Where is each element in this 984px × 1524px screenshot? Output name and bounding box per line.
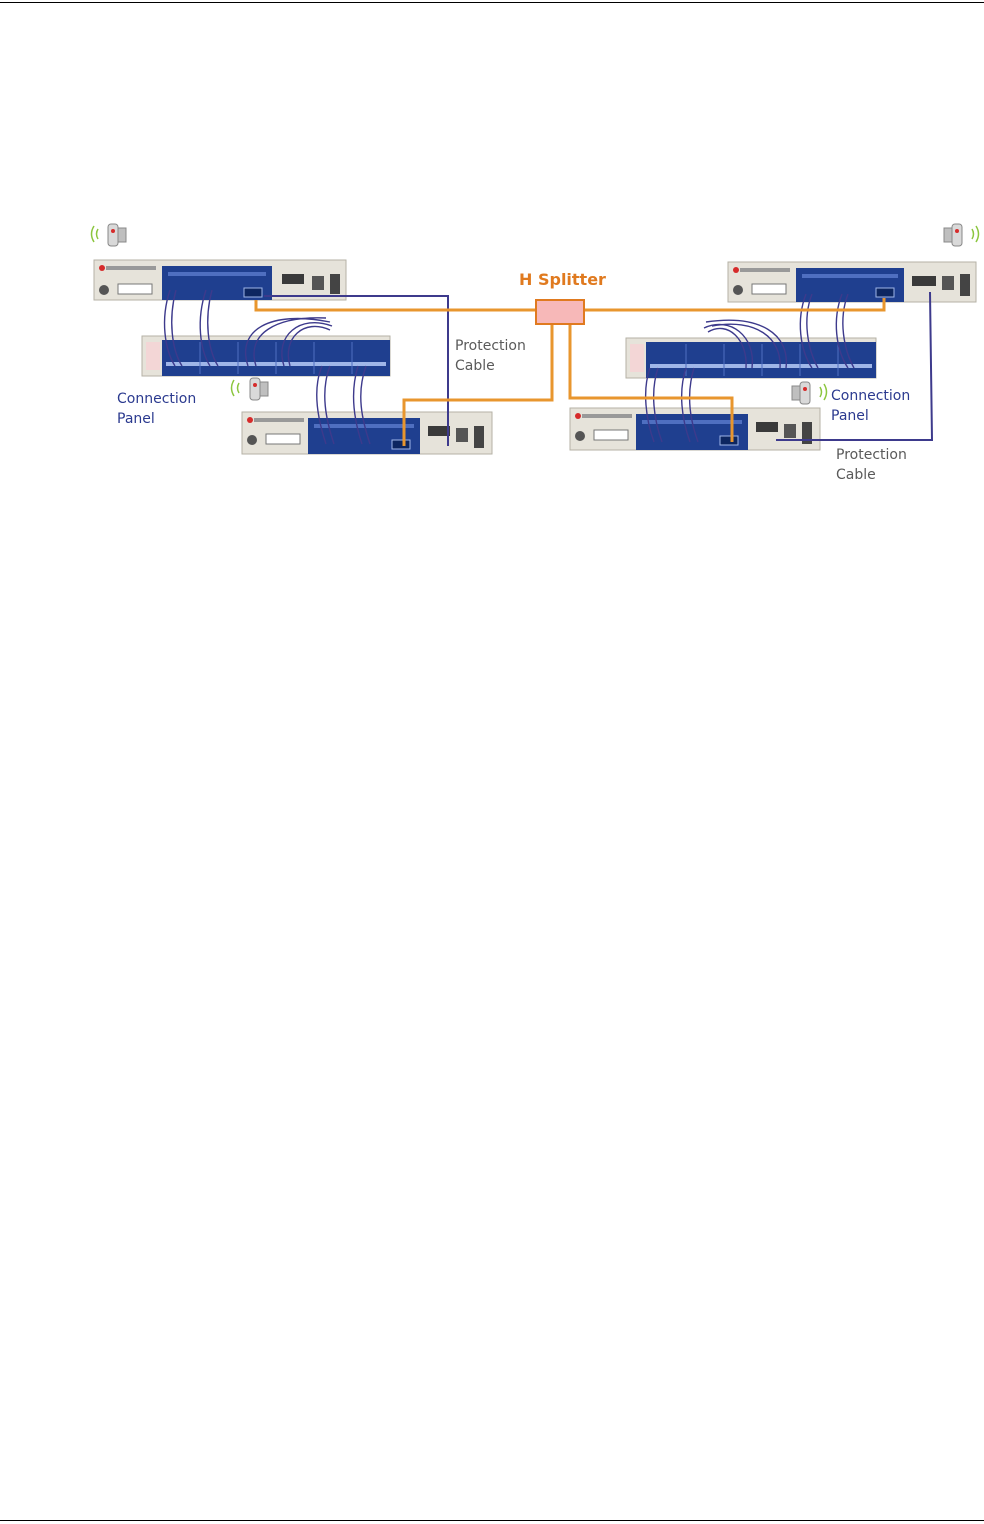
- antenna-icon-mid-right: [792, 382, 827, 404]
- antenna-icon-mid-left: [232, 378, 269, 400]
- protection-cable-label-right: Protection Cable: [836, 447, 911, 483]
- antenna-icon-top-right: [944, 224, 979, 246]
- protection-cable-label-left: Protection Cable: [455, 338, 530, 374]
- connection-panel-label-left: Connection Panel: [117, 391, 201, 427]
- network-diagram: H Splitter Protection Cable Connection P…: [0, 210, 984, 500]
- connection-panel-left: [142, 336, 390, 376]
- device-top-right: [728, 262, 976, 302]
- connection-panel-label-right: Connection Panel: [831, 388, 915, 424]
- device-top-left: [94, 260, 346, 300]
- bottom-rule: [0, 1520, 984, 1521]
- device-bottom-right: [570, 408, 820, 450]
- antenna-icon-top-left: [92, 224, 127, 246]
- h-splitter-label: H Splitter: [519, 270, 606, 289]
- h-splitter-box: [536, 300, 584, 324]
- top-rule: [0, 2, 984, 3]
